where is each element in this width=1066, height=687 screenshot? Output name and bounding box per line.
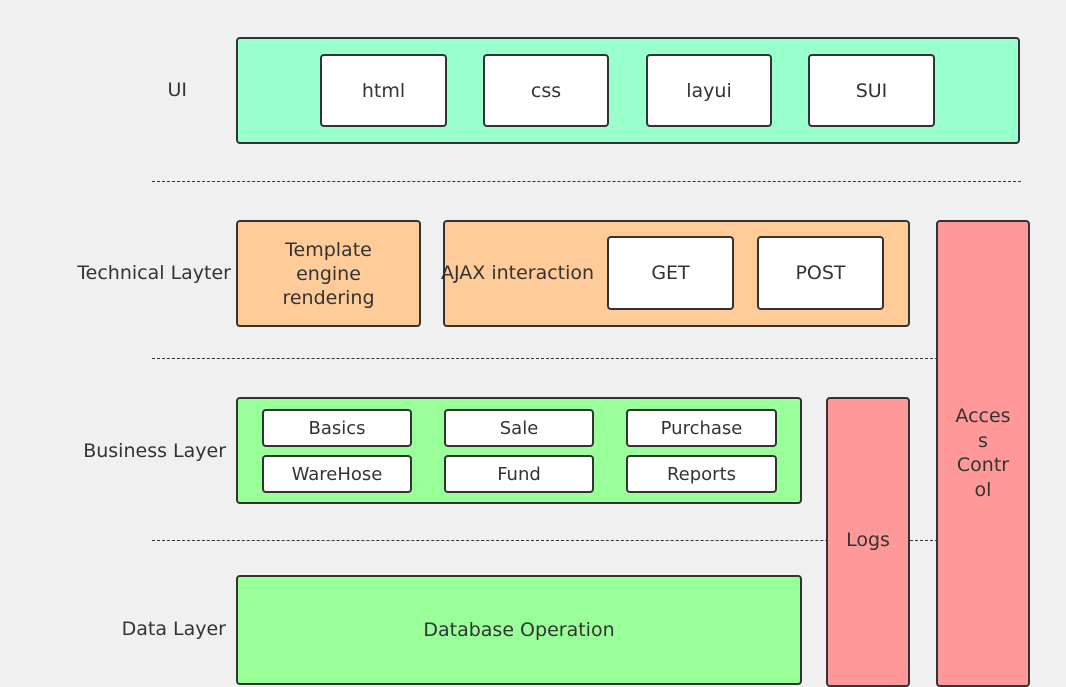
access-control-box: Acces s Contr ol: [936, 220, 1030, 687]
ui-item-css: css: [483, 54, 609, 127]
database-operation-text: Database Operation: [423, 619, 615, 641]
access-control-text: Acces s Contr ol: [955, 405, 1011, 501]
method-post: POST: [757, 236, 884, 310]
technical-layer-label: Technical Layter: [77, 262, 231, 284]
template-engine-text: Template engine rendering: [282, 238, 375, 309]
template-engine-box: Template engine rendering: [236, 220, 421, 327]
business-module-basics: Basics: [262, 409, 412, 447]
logs-text: Logs: [846, 529, 890, 551]
separator-line-2: [152, 358, 938, 359]
ajax-interaction-label: AJAX interaction: [441, 262, 595, 284]
business-module-purchase: Purchase: [626, 409, 777, 447]
separator-line-3: [152, 540, 938, 541]
business-layer-label: Business Layer: [83, 440, 226, 462]
ui-item-layui: layui: [646, 54, 772, 127]
data-layer-label: Data Layer: [121, 618, 226, 640]
business-module-fund: Fund: [444, 455, 594, 493]
ui-layer-label: UI: [167, 79, 187, 101]
separator-line-1: [152, 181, 1021, 182]
business-module-sale: Sale: [444, 409, 594, 447]
logs-box: Logs: [826, 397, 910, 687]
ui-item-sui: SUI: [808, 54, 935, 127]
method-get: GET: [607, 236, 734, 310]
business-module-warehose: WareHose: [262, 455, 412, 493]
business-module-reports: Reports: [626, 455, 777, 493]
database-operation-box: Database Operation: [236, 575, 802, 685]
ui-item-html: html: [320, 54, 447, 127]
